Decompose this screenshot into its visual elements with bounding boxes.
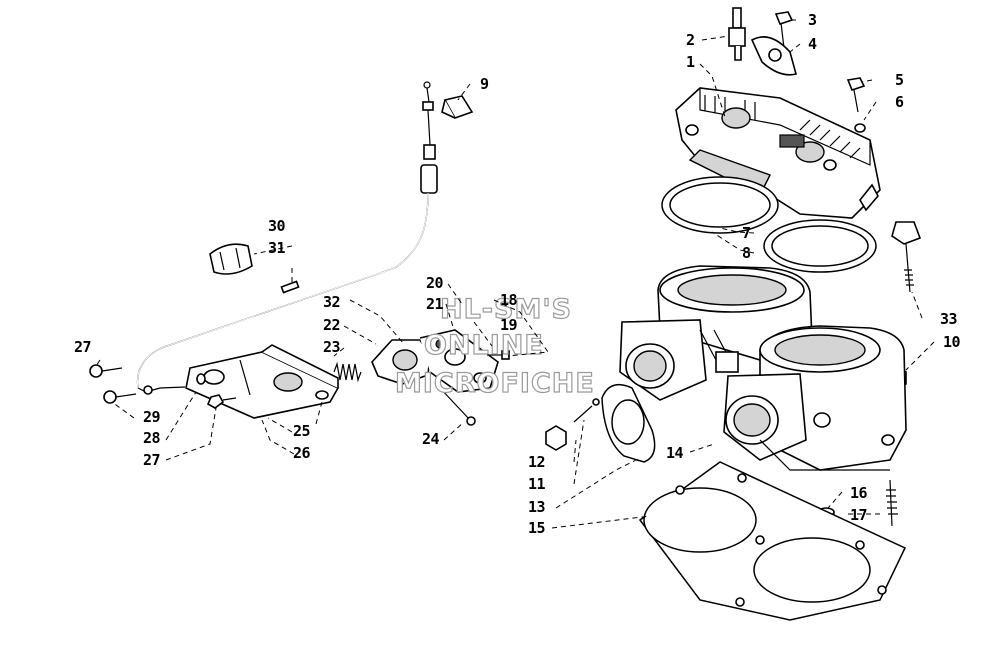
stud-icon: [886, 479, 898, 527]
exhaust-valve-cable-icon: [136, 81, 438, 395]
bolt-icon: [103, 390, 137, 404]
callout-1: 1: [686, 53, 695, 71]
callout-21: 21: [426, 295, 444, 313]
callout-15: 15: [528, 519, 546, 537]
callout-18: 18: [500, 291, 518, 309]
stud-icon: [573, 398, 600, 423]
callout-labels: 1 2 3 4 5 6 7 8 9 10 11 12 13 14 15 16 1…: [74, 11, 961, 537]
valve-housing-icon: [371, 329, 499, 393]
callout-14: 14: [666, 444, 684, 462]
callout-4: 4: [808, 35, 817, 53]
base-gasket-icon: [638, 461, 907, 621]
callout-6: 6: [895, 93, 904, 111]
watermark-line-3: MICROFICHE: [395, 368, 595, 399]
callout-28: 28: [143, 429, 161, 447]
callout-26: 26: [293, 444, 311, 462]
callout-2: 2: [686, 31, 695, 49]
callout-23: 23: [323, 338, 341, 356]
callout-19: 19: [500, 316, 518, 334]
grommet-icon: [209, 243, 253, 275]
bolt-icon: [89, 364, 123, 378]
callout-32: 32: [323, 293, 340, 311]
callout-27-upper: 27: [74, 338, 91, 356]
cylinder-block-icon: [619, 265, 907, 471]
callout-22: 22: [323, 316, 340, 334]
callout-13: 13: [528, 498, 546, 516]
callout-31: 31: [268, 239, 286, 257]
washer-icon: [196, 373, 206, 385]
callout-3: 3: [808, 11, 817, 29]
watermark-line-2: ONLINE: [424, 330, 544, 361]
watermark: HL-SM'S ONLINE MICROFICHE: [394, 293, 595, 399]
callout-16: 16: [850, 484, 868, 502]
spark-plug-cap-gasket-icon: [750, 36, 797, 76]
watermark-line-1: HL-SM'S: [440, 294, 572, 325]
callout-5: 5: [895, 71, 904, 89]
callout-7: 7: [742, 224, 751, 242]
nut-icon: [545, 425, 567, 451]
washer-icon: [854, 123, 866, 133]
head-gasket-icon: [763, 219, 877, 273]
callout-8: 8: [742, 244, 751, 262]
exhaust-gasket-icon: [601, 383, 656, 463]
callout-25: 25: [293, 422, 311, 440]
callout-20: 20: [426, 274, 444, 292]
cable-clip-icon: [441, 95, 474, 119]
spark-plug-icon: [728, 7, 746, 61]
callout-33: 33: [940, 310, 958, 328]
compression-spring-icon: [333, 361, 362, 383]
callout-11: 11: [528, 475, 546, 493]
callout-24: 24: [422, 430, 440, 448]
nut-icon: [206, 394, 237, 409]
head-bolt-icon: [846, 77, 866, 113]
callout-12: 12: [528, 453, 545, 471]
valve-cover-icon: [185, 344, 340, 419]
callout-27-lower: 27: [143, 451, 160, 469]
callout-29: 29: [143, 408, 161, 426]
callout-30: 30: [268, 217, 286, 235]
bolt-icon: [487, 350, 510, 360]
long-bolt-icon: [439, 387, 476, 426]
stud-icon: [891, 221, 922, 293]
callout-9: 9: [480, 75, 489, 93]
leader-lines: [95, 19, 935, 529]
callout-10: 10: [943, 333, 961, 351]
head-gasket-icon: [661, 176, 779, 234]
callout-17: 17: [850, 506, 867, 524]
